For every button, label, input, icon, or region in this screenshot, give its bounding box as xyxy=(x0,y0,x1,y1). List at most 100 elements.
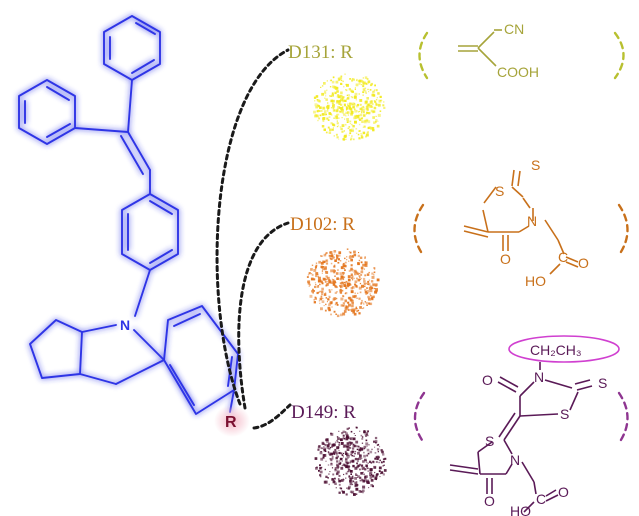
swatch-speck xyxy=(348,446,351,448)
swatch-speck xyxy=(332,478,335,481)
swatch-speck xyxy=(329,95,331,97)
swatch-speck xyxy=(315,275,318,278)
swatch-speck xyxy=(329,251,333,254)
benzene-ring-right xyxy=(163,305,239,415)
swatch-speck xyxy=(338,430,340,432)
swatch-speck xyxy=(337,125,339,127)
swatch-speck xyxy=(376,444,379,446)
swatch-speck xyxy=(331,253,334,256)
swatch-speck xyxy=(344,460,348,463)
swatch-speck xyxy=(360,134,363,137)
swatch-speck xyxy=(348,260,350,262)
swatch-speck xyxy=(339,290,342,293)
swatch-speck xyxy=(346,94,348,96)
swatch-speck xyxy=(354,92,358,96)
swatch-speck xyxy=(316,291,319,295)
swatch-speck xyxy=(321,282,324,285)
swatch-speck xyxy=(323,305,325,307)
swatch-speck xyxy=(333,271,336,274)
swatch-speck xyxy=(317,275,319,278)
swatch-speck xyxy=(325,262,329,265)
swatch-speck xyxy=(312,291,314,294)
swatch-speck xyxy=(327,451,330,453)
swatch-speck xyxy=(313,299,315,301)
swatch-speck xyxy=(333,135,335,137)
swatch-speck xyxy=(370,109,374,113)
swatch-speck xyxy=(350,470,353,473)
swatch-speck xyxy=(366,273,370,276)
swatch-speck xyxy=(375,479,377,481)
swatch-speck xyxy=(313,269,317,272)
left-bracket xyxy=(418,31,429,80)
swatch-speck xyxy=(369,475,371,477)
swatch-speck xyxy=(339,487,342,489)
nitrogen-label: N xyxy=(120,317,130,333)
swatch-speck xyxy=(376,278,380,282)
dye-label: D149: R xyxy=(291,402,356,423)
swatch-speck xyxy=(350,264,353,267)
swatch-speck xyxy=(354,435,356,436)
swatch-speck xyxy=(345,477,347,479)
swatch-speck xyxy=(368,302,370,305)
swatch-speck xyxy=(346,461,349,465)
swatch-speck xyxy=(334,303,337,306)
swatch-speck xyxy=(343,284,346,287)
swatch-speck xyxy=(324,448,326,450)
swatch-speck xyxy=(353,250,356,254)
swatch-speck xyxy=(322,297,324,300)
swatch-speck xyxy=(333,109,336,112)
swatch-speck xyxy=(356,307,358,310)
swatch-speck xyxy=(351,286,355,289)
nitrogen-bottom: N xyxy=(510,452,520,468)
swatch-speck xyxy=(348,88,351,91)
swatch-speck xyxy=(357,476,359,478)
swatch-speck xyxy=(321,287,324,291)
swatch-speck xyxy=(363,125,366,128)
swatch-speck xyxy=(326,301,328,303)
swatch-speck xyxy=(330,462,333,465)
swatch-speck xyxy=(317,109,320,112)
swatch-speck xyxy=(317,448,320,451)
swatch-speck xyxy=(345,111,348,115)
swatch-speck xyxy=(333,265,336,268)
swatch-speck xyxy=(360,447,364,451)
swatch-speck xyxy=(326,440,329,443)
swatch-speck xyxy=(323,293,327,296)
swatch-speck xyxy=(374,457,377,460)
swatch-speck xyxy=(351,299,354,303)
swatch-speck xyxy=(336,277,339,280)
swatch-speck xyxy=(340,98,344,101)
swatch-speck xyxy=(327,276,330,280)
swatch-speck xyxy=(366,445,368,447)
phenyl-ring-left xyxy=(18,79,76,145)
swatch-speck xyxy=(354,483,358,487)
swatch-speck xyxy=(352,310,355,313)
swatch-speck xyxy=(361,112,363,114)
swatch-speck xyxy=(357,103,359,106)
swatch-speck xyxy=(352,443,355,446)
swatch-speck xyxy=(350,430,353,433)
swatch-speck xyxy=(331,114,333,116)
swatch-speck xyxy=(336,122,339,125)
swatch-speck xyxy=(319,470,323,474)
swatch-speck xyxy=(333,104,335,106)
swatch-speck xyxy=(375,99,378,101)
swatch-speck xyxy=(350,273,353,276)
swatch-speck xyxy=(377,113,381,117)
swatch-speck xyxy=(328,483,330,486)
color-swatch-d149 xyxy=(314,426,387,496)
swatch-speck xyxy=(362,91,364,94)
swatch-speck xyxy=(321,441,324,445)
swatch-speck xyxy=(366,439,368,441)
swatch-speck xyxy=(348,105,351,108)
swatch-speck xyxy=(333,310,336,313)
swatch-speck xyxy=(331,457,334,460)
swatch-speck xyxy=(335,450,338,454)
swatch-speck xyxy=(381,450,384,454)
swatch-speck xyxy=(336,136,339,139)
swatch-speck xyxy=(370,126,373,130)
swatch-speck xyxy=(331,306,333,308)
swatch-speck xyxy=(355,487,359,491)
swatch-speck xyxy=(364,257,366,259)
